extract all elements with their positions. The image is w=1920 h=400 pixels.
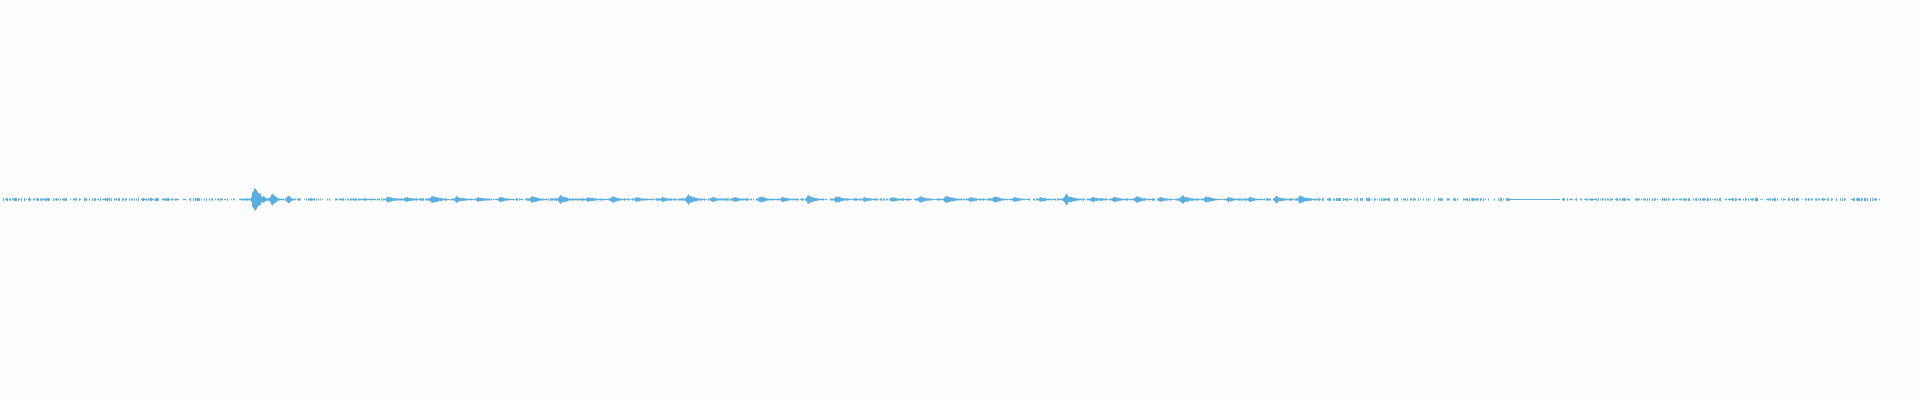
waveform-trace (3, 188, 1880, 211)
